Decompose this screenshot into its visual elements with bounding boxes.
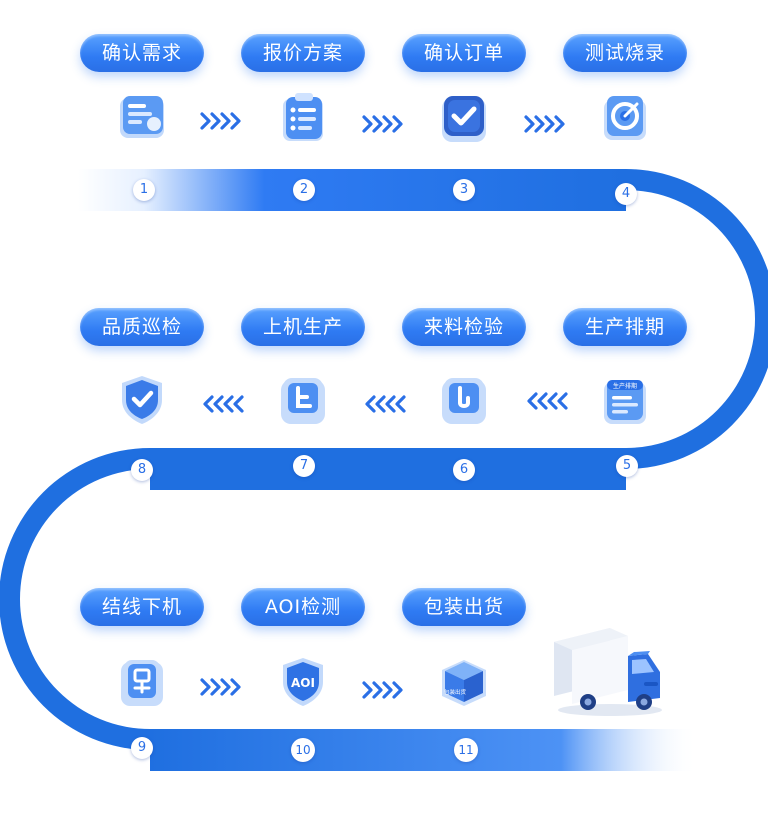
step-8-label: 品质巡检 (80, 308, 204, 346)
step-1-label: 确认需求 (80, 34, 204, 72)
step-5-number: 5 (616, 455, 638, 477)
material-inspection-icon (442, 378, 486, 424)
step-3-label: 确认订单 (402, 34, 526, 72)
checkmark-icon (442, 96, 486, 142)
step-9-label: 结线下机 (80, 588, 204, 626)
track-row-1 (78, 169, 626, 211)
package-icon-text: 包装出货 (444, 688, 467, 696)
delivery-truck-icon (554, 628, 662, 716)
step-1-number: 1 (133, 179, 155, 201)
step-3-number: 3 (453, 179, 475, 201)
aoi-icon-text: AOI (291, 676, 315, 690)
step-7-number: 7 (293, 455, 315, 477)
step-11-label: 包装出货 (402, 588, 526, 626)
step-7-label: 上机生产 (241, 308, 365, 346)
step-5-label: 生产排期 (563, 308, 687, 346)
step-6-label: 来料检验 (402, 308, 526, 346)
arrow-left-icon (203, 395, 244, 413)
clipboard-icon (283, 93, 323, 141)
track-row-2 (150, 448, 626, 490)
target-icon (604, 96, 646, 140)
track-turn-left (0, 448, 150, 750)
step-4-number: 4 (615, 183, 637, 205)
step-2-number: 2 (293, 179, 315, 201)
step-9-number: 9 (131, 737, 153, 759)
arrow-left-icon (365, 395, 406, 413)
step-10-number: 10 (291, 738, 315, 762)
step-6-number: 6 (453, 459, 475, 481)
arrow-right-icon (362, 115, 403, 133)
arrow-right-icon (524, 115, 565, 133)
step-11-number: 11 (454, 738, 478, 762)
step-10-label: AOI检测 (241, 588, 365, 626)
track-row-3 (150, 729, 698, 771)
step-2-label: 报价方案 (241, 34, 365, 72)
machine-production-icon (281, 378, 325, 424)
schedule-icon: 生产排期 (604, 380, 646, 424)
track-turn-right (626, 169, 768, 469)
step-8-number: 8 (131, 459, 153, 481)
device-icon (121, 660, 163, 706)
arrow-left-icon (527, 392, 568, 410)
arrow-right-icon (200, 678, 241, 696)
arrow-right-icon (200, 112, 241, 130)
step-4-label: 测试烧录 (563, 34, 687, 72)
aoi-shield-icon: AOI (283, 658, 323, 706)
schedule-icon-text: 生产排期 (613, 382, 637, 390)
shield-check-icon (122, 376, 162, 424)
package-icon: 包装出货 (442, 660, 486, 706)
requirement-icon (120, 96, 164, 138)
arrow-right-icon (362, 681, 403, 699)
